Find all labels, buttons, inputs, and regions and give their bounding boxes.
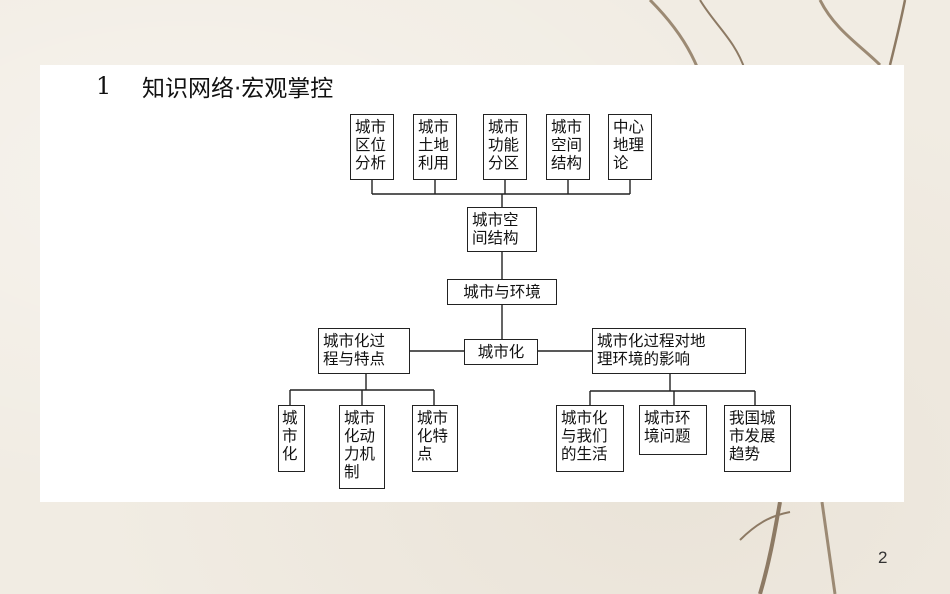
node-line: 城市化 <box>561 409 608 427</box>
heading-number: 1 <box>96 72 112 100</box>
node-line: 点 <box>417 445 433 463</box>
node-line: 土地 <box>418 136 450 154</box>
node-central-place-theory: 中心 地理 论 <box>608 114 652 180</box>
node-line: 城市 <box>551 118 583 136</box>
node-line: 城市 <box>417 409 449 427</box>
node-urbanization-life: 城市化 与我们 的生活 <box>556 405 624 472</box>
node-line: 城市 <box>344 409 376 427</box>
node-line: 中心 <box>613 118 645 136</box>
node-line: 市发展 <box>729 427 776 445</box>
node-line: 利用 <box>418 154 450 172</box>
node-line: 区位 <box>355 136 387 154</box>
node-line: 理环境的影响 <box>597 350 691 368</box>
node-functional-zones: 城市 功能 分区 <box>483 114 527 180</box>
node-china-urban-trends: 我国城 市发展 趋势 <box>724 405 791 472</box>
node-urbanization-features: 城市 化特 点 <box>412 405 458 472</box>
node-line: 城市 <box>355 118 387 136</box>
node-spatial-structure-top: 城市 空间 结构 <box>546 114 590 180</box>
node-city-location-analysis: 城市 区位 分析 <box>350 114 394 180</box>
slide-heading: 1 知识网络·宏观掌控 <box>96 66 333 106</box>
node-line: 结构 <box>551 154 583 172</box>
node-label: 城市与环境 <box>463 283 541 301</box>
node-line: 论 <box>613 154 629 172</box>
node-line: 功能 <box>488 136 520 154</box>
node-line: 与我们 <box>561 427 608 445</box>
page-number: 2 <box>878 548 888 567</box>
node-line: 力机 <box>344 445 376 463</box>
node-urbanization: 城市化 <box>464 339 538 365</box>
node-line: 分区 <box>488 154 520 172</box>
node-line: 城市空 <box>472 211 519 229</box>
node-label: 城市化 <box>477 343 525 361</box>
node-line: 城市化过 <box>323 332 386 350</box>
node-line: 化特 <box>417 427 449 445</box>
node-line: 城市化过程对地 <box>597 332 706 350</box>
node-line: 的生活 <box>561 445 608 463</box>
node-urbanization-def: 城 市 化 <box>278 405 305 472</box>
node-urbanization-drivers: 城市 化动 力机 制 <box>339 405 385 489</box>
node-line: 化 <box>282 445 298 463</box>
node-line: 制 <box>344 463 360 481</box>
node-line: 境问题 <box>644 427 691 445</box>
node-city-and-environment: 城市与环境 <box>447 279 557 305</box>
node-line: 城市 <box>418 118 450 136</box>
node-line: 城 <box>282 409 298 427</box>
node-line: 城市 <box>488 118 520 136</box>
node-line: 间结构 <box>472 229 519 247</box>
node-urban-land-use: 城市 土地 利用 <box>413 114 457 180</box>
node-line: 市 <box>282 427 298 445</box>
node-city-spatial-structure: 城市空 间结构 <box>467 207 537 252</box>
node-line: 地理 <box>613 136 645 154</box>
node-line: 分析 <box>355 154 387 172</box>
node-line: 我国城 <box>729 409 776 427</box>
node-urbanization-impact: 城市化过程对地 理环境的影响 <box>592 328 746 374</box>
heading-title: 知识网络·宏观掌控 <box>142 76 334 102</box>
node-line: 趋势 <box>729 445 761 463</box>
node-line: 城市环 <box>644 409 691 427</box>
node-urbanization-process: 城市化过 程与特点 <box>318 328 410 374</box>
node-urban-environment-issues: 城市环 境问题 <box>639 405 707 455</box>
node-line: 空间 <box>551 136 583 154</box>
node-line: 程与特点 <box>323 350 386 368</box>
node-line: 化动 <box>344 427 376 445</box>
